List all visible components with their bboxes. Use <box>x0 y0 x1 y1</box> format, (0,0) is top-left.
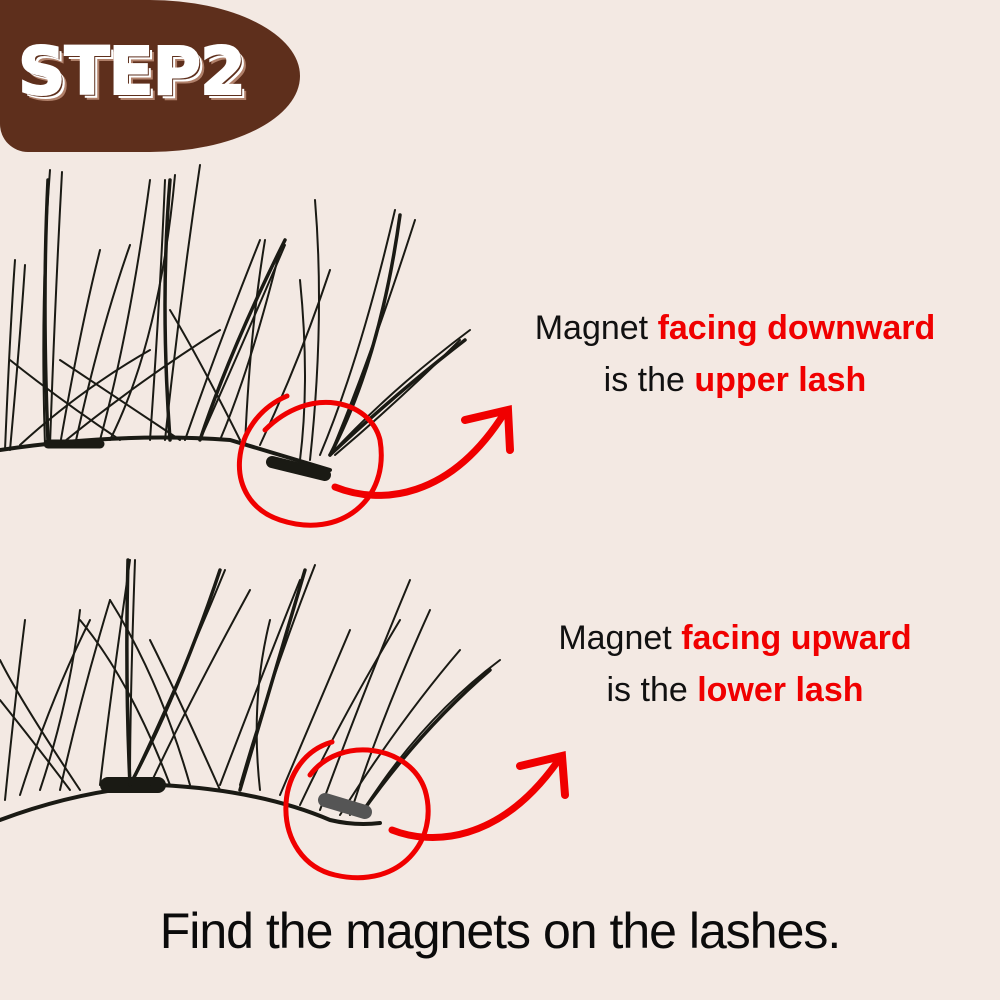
lower-callout-text: is the <box>606 671 698 709</box>
lower-callout-line2: is the lower lash <box>500 664 970 716</box>
step-badge: STEP2 <box>0 0 300 152</box>
upper-callout-text: Magnet <box>534 309 658 347</box>
upper-callout-line2: is the upper lash <box>470 354 1000 406</box>
upper-callout-text: is the <box>603 361 695 399</box>
lower-callout-line1: Magnet facing upward <box>500 612 970 664</box>
curved-arrow-upper-icon <box>331 405 514 499</box>
instruction-caption: Find the magnets on the lashes. <box>159 903 842 959</box>
upper-lash-callout: Magnet facing downward is the upper lash <box>470 302 1000 406</box>
upper-callout-highlight: upper lash <box>694 361 867 399</box>
red-circle-upper-icon <box>236 393 384 528</box>
step-label: STEP2 <box>17 32 247 111</box>
upper-lash-icon <box>0 164 471 481</box>
curved-arrow-lower-icon <box>388 751 569 841</box>
lower-callout-text: Magnet <box>558 619 682 657</box>
lower-lash-callout: Magnet facing upward is the lower lash <box>500 612 970 716</box>
red-circle-lower-icon <box>283 739 431 881</box>
lower-callout-highlight: facing upward <box>681 619 912 657</box>
upper-callout-line1: Magnet facing downward <box>470 302 1000 354</box>
upper-callout-highlight: facing downward <box>657 309 936 347</box>
lower-callout-highlight: lower lash <box>697 671 864 709</box>
lower-lash-icon <box>0 558 501 826</box>
